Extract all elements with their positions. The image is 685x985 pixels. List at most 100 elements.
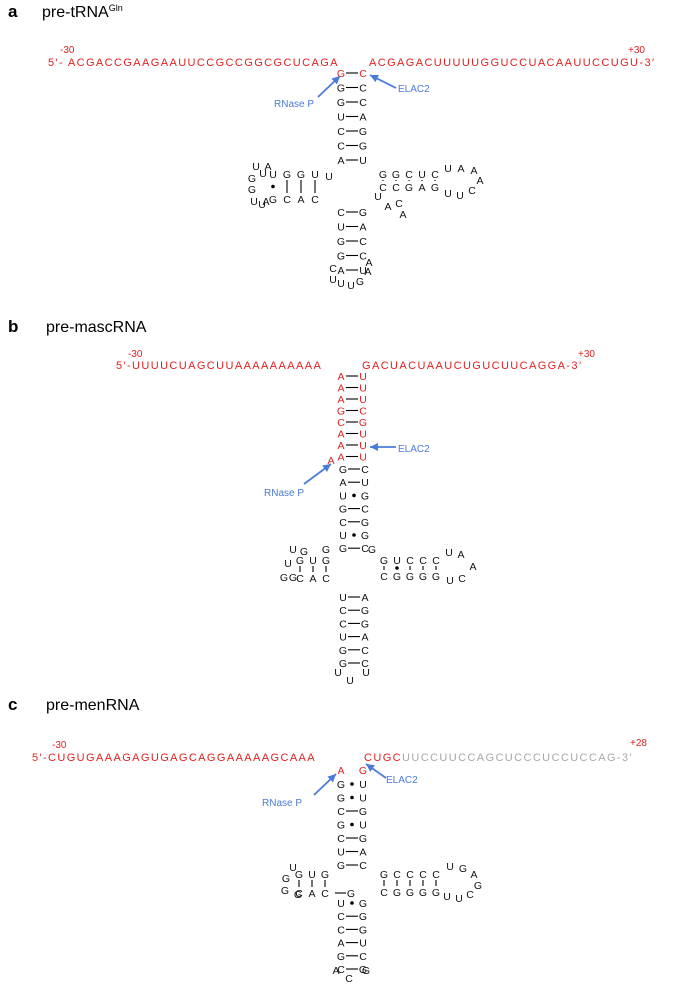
- pos-right-b: +30: [578, 349, 595, 360]
- arm-nt-top: C: [431, 169, 439, 181]
- d-loop-nt: G: [300, 546, 308, 558]
- d-loop-nt: G: [289, 572, 297, 584]
- d-loop-nt: U: [289, 862, 297, 874]
- stem-nt-5p: C: [339, 517, 347, 529]
- d-loop-nt: A: [264, 161, 271, 173]
- stem-nt-5p: G: [337, 83, 345, 95]
- ac-loop-nt: U: [347, 280, 355, 292]
- rnase-label-a: RNase P: [274, 99, 314, 110]
- stem-nt-3p: C: [359, 83, 367, 95]
- stem-nt-5p: C: [339, 618, 347, 630]
- red-stem-nt-3p: U: [359, 371, 367, 383]
- t-loop-nt: U: [456, 190, 464, 202]
- stem-nt-5p: G: [337, 236, 345, 248]
- stem-nt-3p: C: [361, 645, 369, 657]
- seq-left-a: 5′- ACGACCGAAGAAUUCCGCCGGCGCUCAGA: [48, 57, 339, 69]
- panel-letter-b: b: [8, 317, 18, 336]
- pos-right-a: +30: [628, 45, 645, 56]
- d-loop-nt: G: [294, 889, 302, 901]
- stem-nt-5p: C: [337, 911, 345, 923]
- arm-nt-top: G: [380, 869, 388, 881]
- stem-nt-3p: A: [359, 847, 366, 859]
- stem-nt-5p: U: [339, 490, 347, 502]
- arm-nt-top: C: [405, 169, 413, 181]
- red-stem-nt-5p: A: [337, 371, 344, 383]
- d-loop-nt: G: [280, 572, 288, 584]
- stem-nt-3p: G: [361, 530, 369, 542]
- red-stem-nt-5p: A: [337, 383, 344, 395]
- rnase-arrow-c-head: [327, 774, 336, 783]
- red-stem-nt-3p: G: [359, 417, 367, 429]
- arm-nt-top: U: [269, 169, 277, 181]
- ac-loop-nt: A: [332, 965, 339, 977]
- stem-nt-5p: G: [337, 820, 345, 832]
- ac-loop-nt: U: [337, 278, 345, 290]
- stem-nt-5p: G: [337, 860, 345, 872]
- d-loop-nt: U: [250, 196, 258, 208]
- elac-arrow-a-head: [370, 75, 379, 83]
- stem-nt-5p: G: [339, 543, 347, 555]
- stem-nt-5p: G: [337, 68, 345, 80]
- red-single-nt-right: G: [359, 765, 367, 777]
- panel-title-c: pre-menRNA: [46, 697, 140, 714]
- arm-nt-top: U: [393, 555, 401, 567]
- t-loop-nt: C: [468, 185, 476, 197]
- stem-nt-5p: U: [337, 847, 345, 859]
- arm-pair: [395, 566, 399, 570]
- stem-nt-5p: G: [337, 779, 345, 791]
- arm-nt-bottom: G: [405, 182, 413, 194]
- stem-pair: [350, 795, 354, 800]
- pos-left-b: -30: [128, 349, 143, 360]
- panel-title-b: pre-mascRNA: [46, 319, 147, 336]
- stem-nt-5p: C: [337, 806, 345, 818]
- stem-nt-3p: U: [359, 938, 367, 950]
- arm-nt-top: U: [308, 869, 316, 881]
- stem-nt-5p: C: [337, 126, 345, 138]
- arm-nt-top: G: [379, 169, 387, 181]
- stem-nt-5p: G: [339, 504, 347, 516]
- t-loop-nt: A: [470, 869, 477, 881]
- rnase-label-c: RNase P: [262, 798, 302, 809]
- stem-nt-5p: G: [337, 97, 345, 109]
- stem-nt-3p: C: [359, 68, 367, 80]
- arm-nt-top: U: [309, 555, 317, 567]
- stem-nt-3p: C: [361, 504, 369, 516]
- stem-nt-5p: U: [339, 632, 347, 644]
- stem-nt-3p: G: [359, 126, 367, 138]
- rnase-arrow-a-head: [331, 76, 340, 85]
- stem-nt-5p: U: [339, 530, 347, 542]
- seq-left-b: 5′-UUUUCUAGCUUAAAAAAAAAA: [116, 360, 322, 372]
- stem-nt-3p: C: [361, 543, 369, 555]
- d-loop-nt: G: [248, 173, 256, 185]
- stem-nt-5p: A: [337, 155, 344, 167]
- stem-nt-3p: A: [361, 592, 368, 604]
- arm-nt-top: G: [392, 169, 400, 181]
- ac-loop-nt: G: [362, 965, 370, 977]
- stem-nt-3p: U: [359, 779, 367, 791]
- seq-right-a: ACGAGACUUUUUGGUCCUACAAUUCCUGU-3′: [369, 57, 655, 69]
- junction-nt: G: [368, 544, 376, 556]
- t-loop-nt: A: [457, 549, 464, 561]
- arm-nt-top: G: [322, 555, 330, 567]
- stem-nt-5p: C: [337, 833, 345, 845]
- stem-nt-3p: G: [359, 911, 367, 923]
- arm-nt-bottom: A: [418, 182, 425, 194]
- ac-loop-nt: U: [329, 274, 337, 286]
- stem-pair: [350, 782, 354, 786]
- arm-nt-bottom: A: [308, 888, 315, 900]
- arm-nt-top: G: [321, 869, 329, 881]
- stem-nt-3p: G: [359, 924, 367, 936]
- stem-nt-3p: U: [359, 155, 367, 167]
- arm-nt-bottom: G: [419, 571, 427, 583]
- stem-nt-5p: G: [339, 464, 347, 476]
- arm-nt-top: C: [406, 555, 414, 567]
- arm-nt-bottom: G: [419, 887, 427, 899]
- stem-nt-5p: C: [337, 964, 345, 976]
- arm-nt-bottom: C: [296, 573, 304, 585]
- junction-nt: G: [322, 544, 330, 556]
- stem-nt-5p: G: [339, 658, 347, 670]
- stem-nt-3p: U: [359, 265, 367, 277]
- junction-nt: U: [325, 171, 333, 183]
